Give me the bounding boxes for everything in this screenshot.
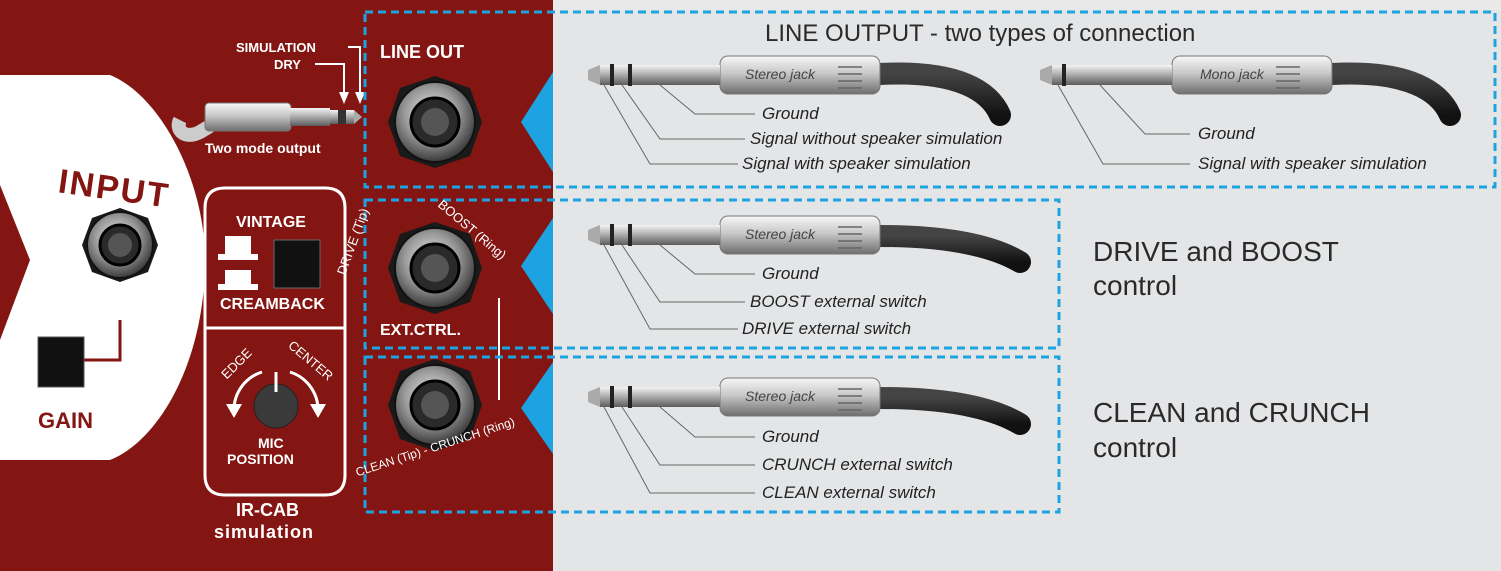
- cab-switch: [273, 239, 321, 289]
- position-label: POSITION: [227, 451, 294, 467]
- stereo-plug-line-out: [588, 55, 1011, 126]
- cc-crunch: CRUNCH external switch: [762, 455, 953, 474]
- ext-ctrl-jack-clean-crunch: [388, 359, 482, 451]
- simulation-label: SIMULATION: [236, 40, 316, 55]
- top-strip: [0, 0, 1501, 10]
- line-out-jack: [388, 76, 482, 168]
- cc-jack-label: Stereo jack: [745, 388, 816, 404]
- mic-label: MIC: [258, 435, 284, 451]
- arrow-line-out: [521, 72, 553, 172]
- db-jack-label: Stereo jack: [745, 226, 816, 242]
- ext-ctrl-label: EXT.CTRL.: [380, 322, 461, 339]
- db-boost: BOOST external switch: [750, 292, 927, 311]
- line-out-label: LINE OUT: [380, 42, 464, 62]
- stereo-plug-drive-boost: [588, 215, 1031, 273]
- mono-plug-line-out: [1040, 55, 1461, 126]
- db-drive: DRIVE external switch: [742, 319, 912, 338]
- arrow-clean-crunch: [521, 362, 553, 454]
- lo-stereo-signal-with: Signal with speaker simulation: [742, 154, 971, 173]
- lo-stereo-ground: Ground: [762, 104, 819, 123]
- dashed-box-line-out: [363, 10, 1497, 189]
- input-red-notch: [0, 185, 30, 340]
- lo-mono-ground: Ground: [1198, 124, 1255, 143]
- ext-ctrl-jack-drive-boost: [388, 222, 482, 314]
- cc-title-1: CLEAN and CRUNCH: [1093, 397, 1370, 428]
- creamback-label: CREAMBACK: [220, 296, 325, 313]
- arrow-drive-boost: [521, 218, 553, 314]
- dashed-box-drive-boost: [363, 198, 1061, 350]
- gain-label: GAIN: [38, 408, 93, 433]
- cc-ground: Ground: [762, 427, 819, 446]
- stereo-plug-clean-crunch: [588, 377, 1031, 435]
- cc-clean: CLEAN external switch: [762, 483, 936, 502]
- line-output-title: LINE OUTPUT - two types of connection: [765, 20, 1196, 47]
- db-title-2: control: [1093, 270, 1178, 301]
- mono-jack-label: Mono jack: [1200, 66, 1264, 82]
- cc-title-2: control: [1093, 432, 1178, 463]
- db-ground: Ground: [762, 264, 819, 283]
- two-mode-plug: [171, 102, 362, 142]
- dashed-box-clean-crunch: [363, 355, 1061, 514]
- two-mode-label: Two mode output: [205, 140, 321, 156]
- stereo-jack-label: Stereo jack: [745, 66, 816, 82]
- vintage-label: VINTAGE: [236, 214, 306, 231]
- gain-switch: [37, 336, 85, 388]
- db-title-1: DRIVE and BOOST: [1093, 236, 1339, 267]
- lo-stereo-signal-without: Signal without speaker simulation: [750, 129, 1003, 148]
- dry-label: DRY: [274, 57, 301, 72]
- lo-mono-signal-with: Signal with speaker simulation: [1198, 154, 1427, 173]
- input-jack: [82, 208, 158, 282]
- simulation2-label: simulation: [214, 522, 315, 542]
- ircab-outline: [203, 186, 347, 497]
- ircab-label: IR-CAB: [236, 500, 299, 520]
